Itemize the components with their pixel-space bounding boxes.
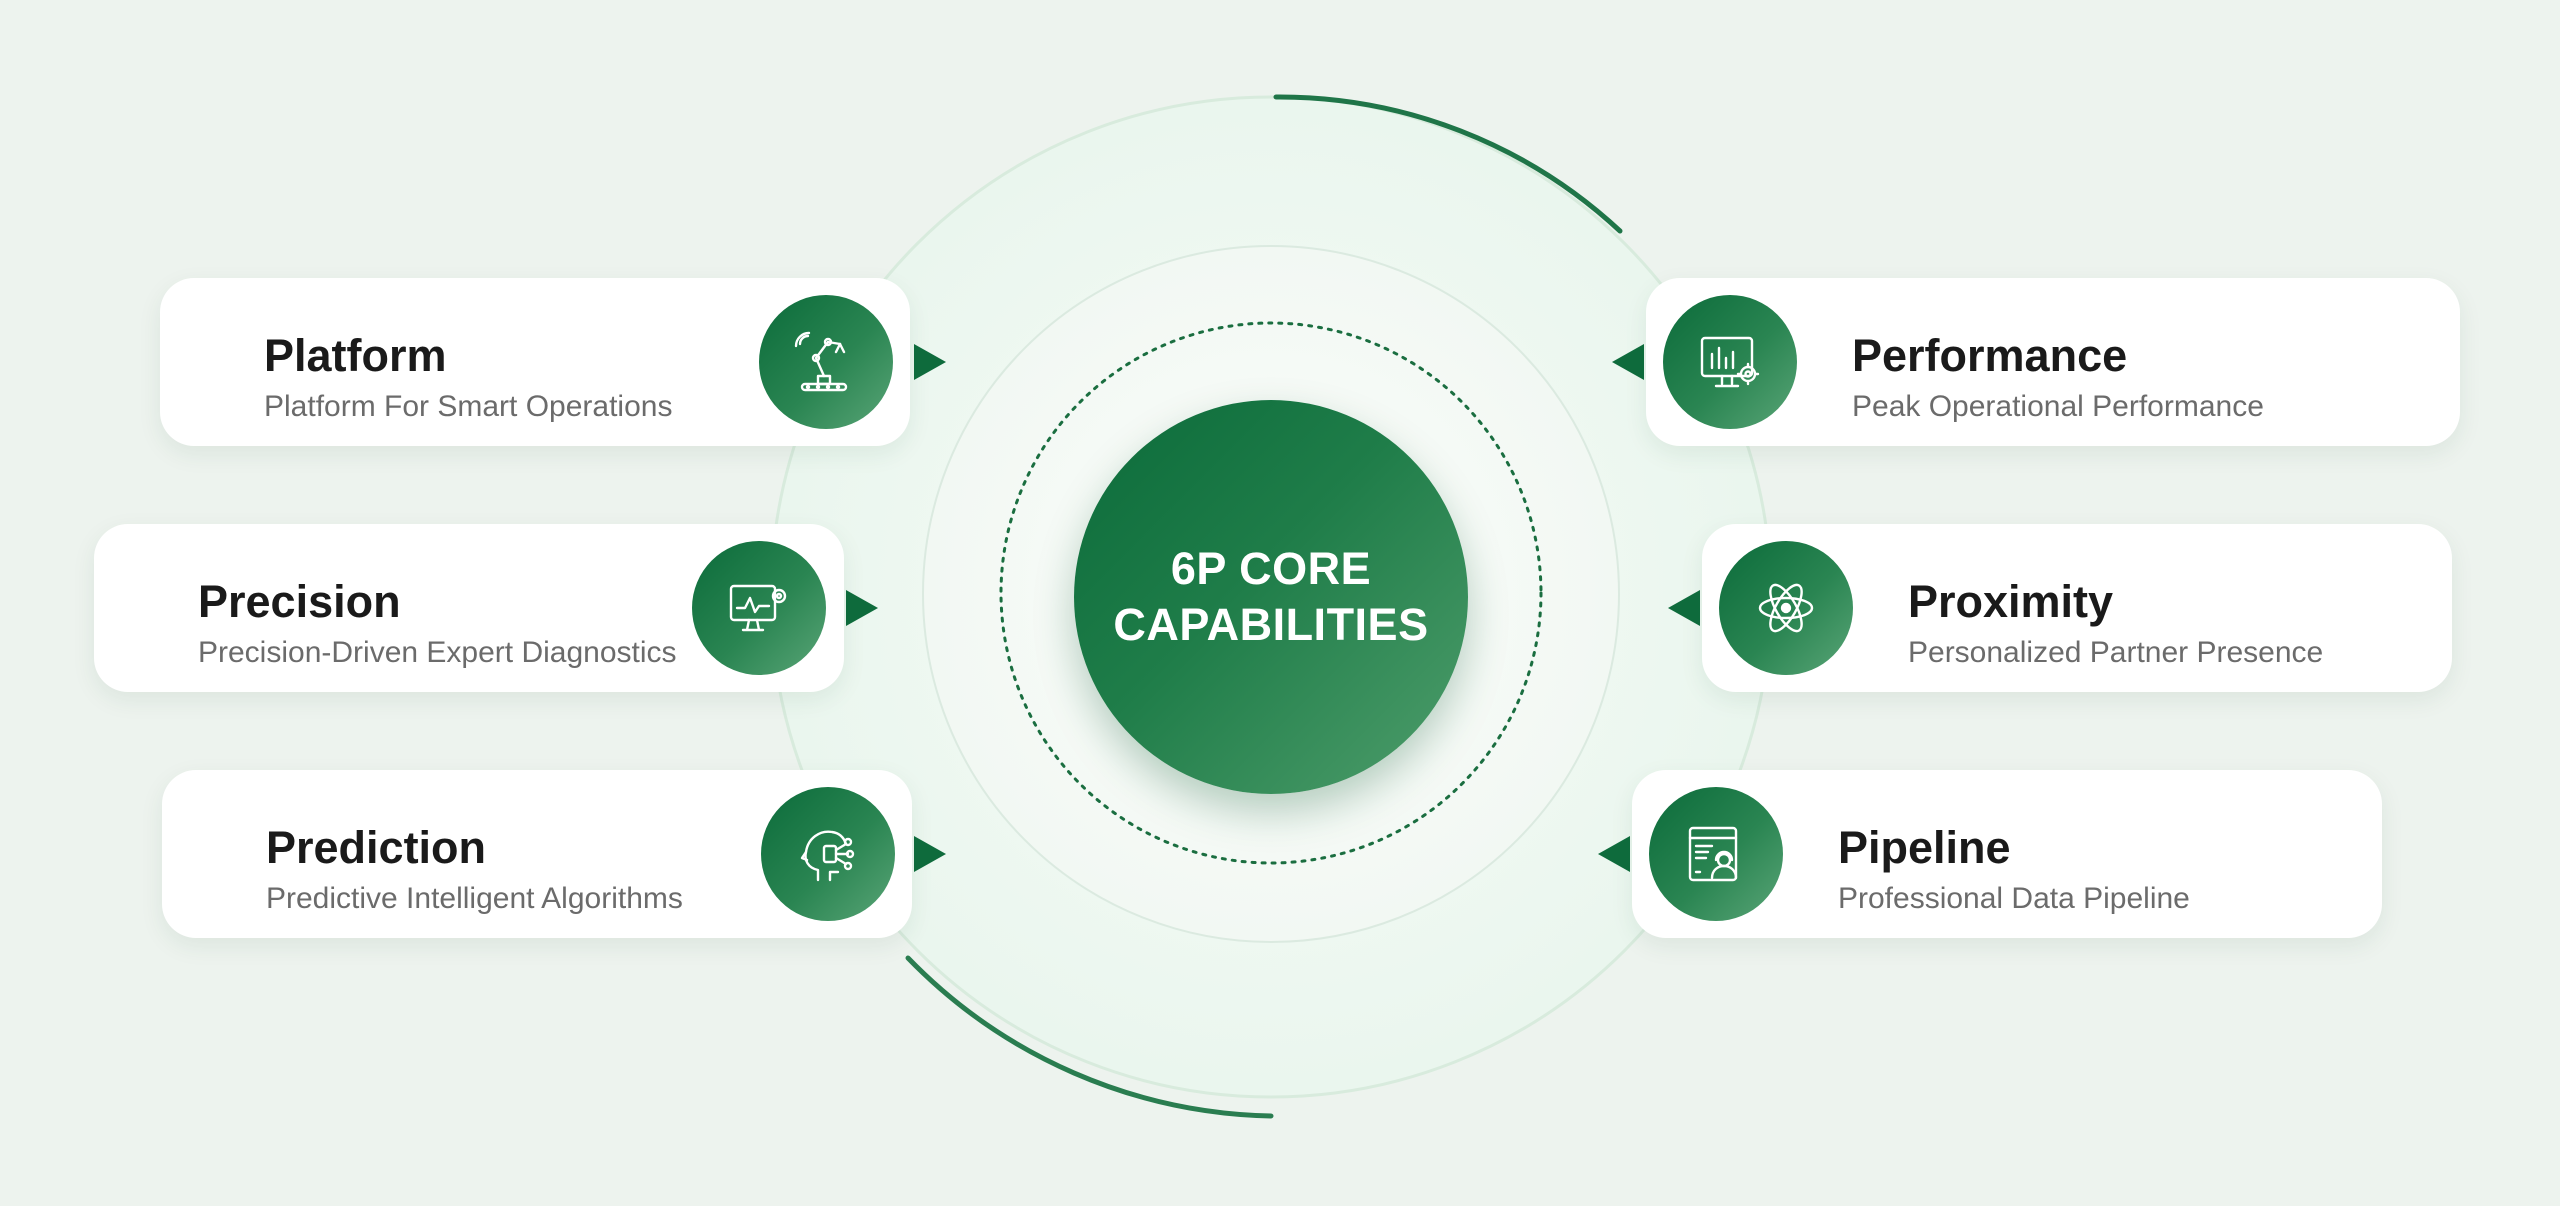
card-subtitle: Peak Operational Performance (1852, 390, 2264, 423)
card-title: Performance (1852, 330, 2128, 381)
card-title: Precision (198, 576, 401, 627)
card-prediction[interactable]: Prediction Predictive Intelligent Algori… (162, 770, 912, 938)
card-title: Platform (264, 330, 447, 381)
monitor-diagnostics-icon (692, 541, 826, 675)
card-subtitle: Personalized Partner Presence (1908, 636, 2324, 669)
card-subtitle: Platform For Smart Operations (264, 390, 673, 423)
pointer-arrow (1598, 836, 1630, 872)
card-title: Proximity (1908, 576, 2114, 627)
atom-icon (1719, 541, 1853, 675)
center-title: 6P CORE CAPABILITIES (1113, 543, 1429, 650)
card-subtitle: Professional Data Pipeline (1838, 882, 2190, 915)
top-arc (1273, 94, 1623, 234)
performance-monitor-icon (1663, 295, 1797, 429)
pointer-arrow (1612, 344, 1644, 380)
card-pipeline[interactable]: Pipeline Professional Data Pipeline (1632, 770, 2382, 938)
pointer-arrow (914, 344, 946, 380)
card-title: Prediction (266, 822, 487, 873)
card-platform[interactable]: Platform Platform For Smart Operations (160, 278, 910, 446)
robot-arm-icon (759, 295, 893, 429)
card-proximity[interactable]: Proximity Personalized Partner Presence (1702, 524, 2452, 692)
card-performance[interactable]: Performance Peak Operational Performance (1646, 278, 2460, 446)
data-pipeline-icon (1649, 787, 1783, 921)
card-subtitle: Predictive Intelligent Algorithms (266, 882, 683, 915)
ai-head-icon (761, 787, 895, 921)
bottom-arc (905, 955, 1274, 1119)
pointer-arrow (846, 590, 878, 626)
pointer-arrow (1668, 590, 1700, 626)
card-precision[interactable]: Precision Precision-Driven Expert Diagno… (94, 524, 844, 692)
dotted-ring (999, 321, 1543, 865)
card-title: Pipeline (1838, 822, 2011, 873)
center-circle: 6P CORE CAPABILITIES (1074, 400, 1468, 794)
pointer-arrow (914, 836, 946, 872)
card-subtitle: Precision-Driven Expert Diagnostics (198, 636, 677, 669)
